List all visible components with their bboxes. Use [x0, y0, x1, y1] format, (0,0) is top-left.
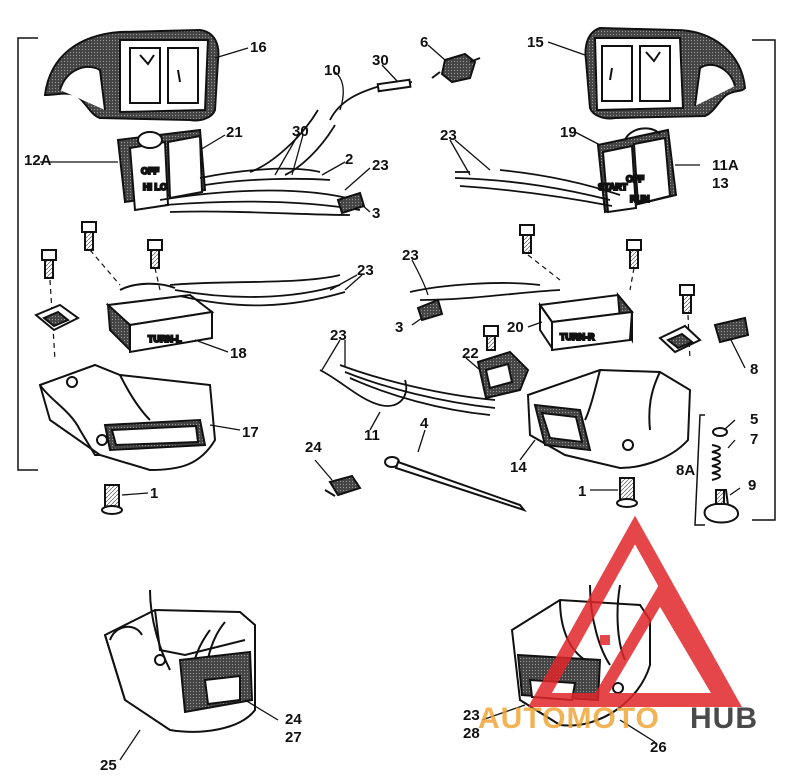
callout-1-left: 1	[150, 485, 158, 502]
connector-part-3-middle	[416, 298, 444, 322]
callout-13: 13	[712, 175, 729, 192]
turn-right-switch: TURN-R	[538, 291, 634, 352]
callout-30-top: 30	[372, 52, 389, 69]
leader-lines	[40, 41, 746, 761]
screw-icon	[616, 477, 638, 508]
callout-15: 15	[527, 34, 544, 51]
callout-14: 14	[510, 459, 527, 476]
callout-1-right: 1	[578, 483, 586, 500]
callout-23-c: 23	[357, 262, 374, 279]
screw-icon	[626, 239, 642, 269]
callout-28: 28	[463, 725, 480, 742]
callout-16: 16	[250, 39, 267, 56]
right-group-bracket	[752, 39, 776, 521]
switch-button-part-8	[713, 316, 750, 344]
left-lower-housing	[38, 363, 217, 472]
terminal-part-24	[324, 474, 362, 497]
turn-left-switch: TURN-L	[105, 282, 215, 354]
bottom-screws	[101, 477, 638, 515]
callout-7: 7	[750, 431, 758, 448]
screws-upper	[41, 221, 695, 351]
callout-3-b: 3	[395, 319, 403, 336]
spring-assembly-8A	[703, 427, 739, 524]
screw-icon	[147, 239, 163, 269]
sw19-off-label: OFF	[626, 174, 644, 184]
callout-19: 19	[560, 124, 577, 141]
callout-8: 8	[750, 361, 758, 378]
right-switch-module: OFF START RUN	[596, 127, 678, 214]
callout-21: 21	[226, 124, 243, 141]
callout-23-b: 23	[440, 127, 457, 144]
left-switch-cover	[43, 28, 220, 122]
triangle-logo-icon	[528, 515, 742, 707]
callout-6: 6	[420, 34, 428, 51]
screw-icon	[679, 284, 695, 314]
callout-9: 9	[748, 477, 756, 494]
upper-left-wire-harness	[159, 81, 413, 216]
callout-24-b: 24	[285, 711, 302, 728]
left-group-bracket	[17, 37, 38, 471]
callout-23-e: 23	[330, 327, 347, 344]
callout-2: 2	[345, 151, 353, 168]
callout-20: 20	[507, 319, 524, 336]
callout-30-mid: 30	[292, 123, 309, 140]
sw19-start-label: START	[598, 182, 628, 192]
automotohub-watermark: AUTOMOTO HUB	[478, 515, 758, 735]
detail-view-left-housing	[103, 589, 256, 733]
turn-l-label: TURN-L	[148, 334, 182, 344]
screw-icon	[41, 249, 57, 279]
callout-4: 4	[420, 415, 429, 432]
clip-right	[658, 324, 702, 354]
callout-25: 25	[100, 757, 117, 774]
callout-23-f: 23	[463, 707, 480, 724]
middle-left-wire-harness	[169, 274, 346, 307]
connector-part-6	[431, 52, 481, 84]
callout-24-a: 24	[305, 439, 322, 456]
callout-23-a: 23	[372, 157, 389, 174]
callout-18: 18	[230, 345, 247, 362]
callout-17: 17	[242, 424, 259, 441]
connector-block-22	[476, 350, 530, 400]
wire-harness-11	[319, 364, 496, 416]
callout-23-d: 23	[402, 247, 419, 264]
callout-5: 5	[750, 411, 758, 428]
callout-11: 11	[364, 427, 380, 444]
callout-27: 27	[285, 729, 302, 746]
screw-icon	[483, 325, 499, 351]
left-switch-module: OFF HI LO	[116, 128, 207, 212]
callout-10: 10	[324, 62, 341, 79]
callout-8A: 8A	[676, 462, 695, 479]
part-8A-bracket	[694, 414, 705, 526]
screw-icon	[101, 484, 123, 515]
cable-tie-part-4	[384, 456, 527, 512]
callout-22: 22	[462, 345, 479, 362]
screw-icon	[519, 224, 535, 254]
clip-left	[34, 303, 80, 332]
right-lower-housing	[526, 368, 692, 470]
watermark-text-hub: HUB	[690, 702, 758, 735]
watermark-text-automoto: AUTOMOTO	[478, 702, 660, 735]
callout-11A: 11A	[712, 157, 739, 174]
sw21-hilo-label: HI LO	[143, 182, 167, 192]
callout-26: 26	[650, 739, 667, 756]
callout-3-a: 3	[372, 205, 380, 222]
right-switch-cover	[584, 26, 747, 120]
turn-r-label: TURN-R	[560, 332, 595, 342]
upper-right-wire-harness	[454, 169, 621, 207]
screw-icon	[81, 221, 97, 251]
callout-12A: 12A	[24, 152, 52, 169]
sw21-off-label: OFF	[141, 166, 159, 176]
sw19-run-label: RUN	[630, 194, 650, 204]
callout-labels: 16 15 6 10 30 21 30 2 23 3 12A 23 19 11A…	[24, 34, 758, 774]
wire-lead-10	[376, 78, 412, 93]
